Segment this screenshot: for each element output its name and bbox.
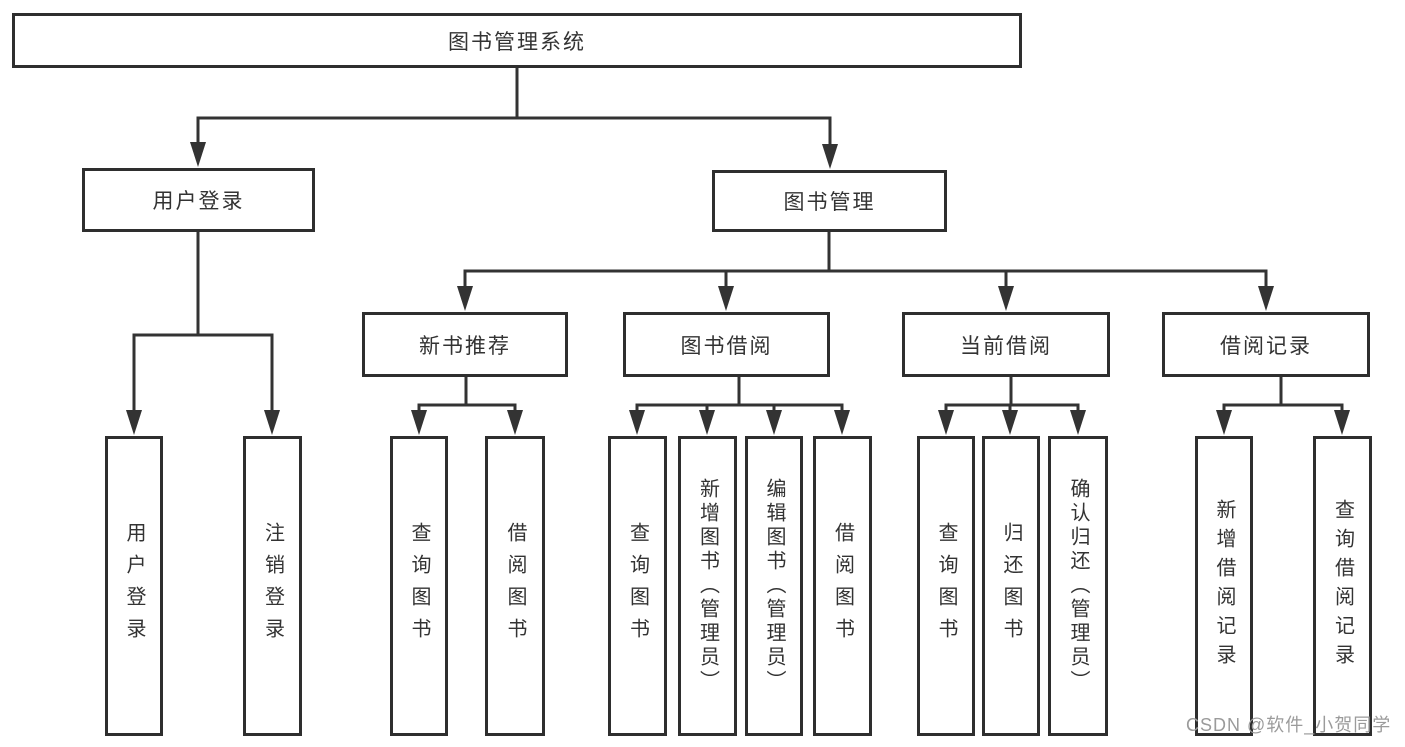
connector-borrow-records-to-leaves — [1216, 375, 1350, 435]
arrow-down-icon — [507, 410, 523, 435]
node-book-management: 图书管理 — [712, 170, 947, 232]
arrow-down-icon — [1002, 410, 1018, 435]
arrow-down-icon — [190, 142, 206, 167]
connector-user-login-to-leaves — [126, 231, 280, 435]
arrow-down-icon — [1216, 410, 1232, 435]
leaf-borrow-books-1: 借阅图书 — [485, 436, 545, 736]
arrow-down-icon — [1070, 410, 1086, 435]
arrow-down-icon — [629, 410, 645, 435]
arrow-down-icon — [938, 410, 954, 435]
leaf-return-books: 归还图书 — [982, 436, 1040, 736]
arrow-down-icon — [699, 410, 715, 435]
arrow-down-icon — [126, 410, 142, 435]
arrow-down-icon — [834, 410, 850, 435]
csdn-watermark: CSDN @软件_小贺同学 — [1186, 715, 1392, 735]
leaf-edit-books-admin: 编辑图书（管理员） — [745, 436, 803, 736]
leaf-logout: 注销登录 — [243, 436, 302, 736]
leaf-query-books-3: 查询图书 — [917, 436, 975, 736]
leaf-borrow-books-2: 借阅图书 — [813, 436, 872, 736]
connector-new-book-to-leaves — [411, 375, 523, 435]
arrow-down-icon — [998, 286, 1014, 311]
arrow-down-icon — [822, 144, 838, 169]
arrow-down-icon — [1334, 410, 1350, 435]
arrow-down-icon — [1258, 286, 1274, 311]
connector-current-borrowing-to-leaves — [938, 375, 1086, 435]
arrow-down-icon — [411, 410, 427, 435]
node-current-borrowing: 当前借阅 — [902, 312, 1110, 377]
arrow-down-icon — [718, 286, 734, 311]
node-new-book-recommendation: 新书推荐 — [362, 312, 568, 377]
leaf-query-borrow-record: 查询借阅记录 — [1313, 436, 1372, 736]
connector-book-management-to-level3 — [457, 231, 1274, 311]
connector-root-to-level2 — [190, 66, 838, 169]
leaf-user-login: 用户登录 — [105, 436, 163, 736]
arrow-down-icon — [457, 286, 473, 311]
leaf-confirm-return-admin: 确认归还（管理员） — [1048, 436, 1108, 736]
arrow-down-icon — [264, 410, 280, 435]
leaf-add-borrow-record: 新增借阅记录 — [1195, 436, 1253, 736]
node-root: 图书管理系统 — [12, 13, 1022, 68]
node-user-login: 用户登录 — [82, 168, 315, 232]
leaf-add-books-admin: 新增图书（管理员） — [678, 436, 737, 736]
node-borrowing-records: 借阅记录 — [1162, 312, 1370, 377]
leaf-query-books-2: 查询图书 — [608, 436, 667, 736]
node-book-borrowing: 图书借阅 — [623, 312, 830, 377]
leaf-query-books-1: 查询图书 — [390, 436, 448, 736]
arrow-down-icon — [766, 410, 782, 435]
connector-book-borrowing-to-leaves — [629, 375, 850, 435]
